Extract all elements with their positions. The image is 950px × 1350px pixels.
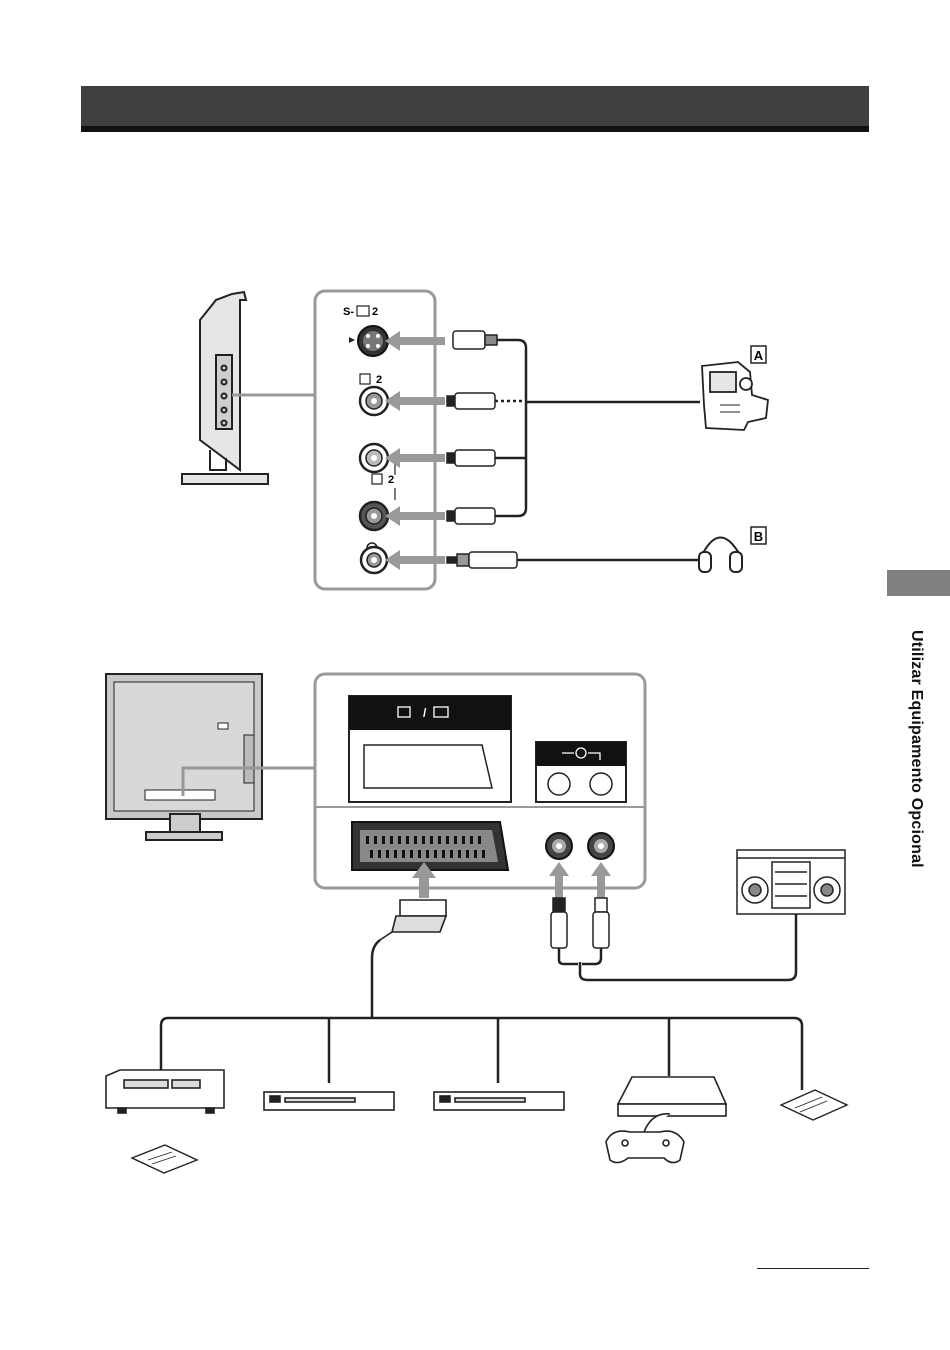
vcr-icon	[106, 1070, 224, 1113]
rca-plugs-icon	[551, 898, 609, 948]
dvd-player-icon	[264, 1092, 394, 1110]
cables-bottom	[161, 912, 802, 1090]
device-key-a: A	[754, 348, 764, 363]
audio-out-header	[536, 742, 626, 766]
scart-header	[349, 696, 511, 730]
audio-out-jack-left-icon	[546, 833, 572, 859]
s-video-label: S-	[343, 306, 354, 318]
scart-plug-icon	[380, 900, 446, 940]
s-video-number: 2	[372, 306, 378, 318]
video-in-number: 2	[376, 374, 382, 386]
scart-socket-icon	[352, 822, 508, 870]
tv-rear-view-icon	[106, 674, 262, 840]
audio-right-jack-icon	[360, 502, 388, 530]
audio-out-right-outline	[590, 773, 612, 795]
satellite-receiver-icon	[781, 1090, 847, 1120]
dvd-recorder-icon	[434, 1092, 564, 1110]
tv-side-view-icon	[182, 292, 268, 484]
device-key-b: B	[754, 529, 763, 544]
remote-control-icon	[132, 1145, 197, 1173]
hifi-system-icon	[737, 850, 845, 914]
camcorder-icon	[702, 362, 768, 430]
audio-out-jack-right-icon	[588, 833, 614, 859]
plug-connectors-top	[447, 331, 517, 568]
game-console-icon	[606, 1077, 726, 1163]
audio-left-jack-icon	[360, 444, 388, 472]
headphones-icon	[699, 538, 742, 573]
headphone-jack-icon	[361, 547, 387, 573]
audio-out-left-outline	[548, 773, 570, 795]
cables-top	[495, 340, 700, 560]
video-in-jack-icon	[360, 387, 388, 415]
s-video-jack-icon	[358, 326, 388, 356]
audio-in-number: 2	[388, 474, 394, 486]
